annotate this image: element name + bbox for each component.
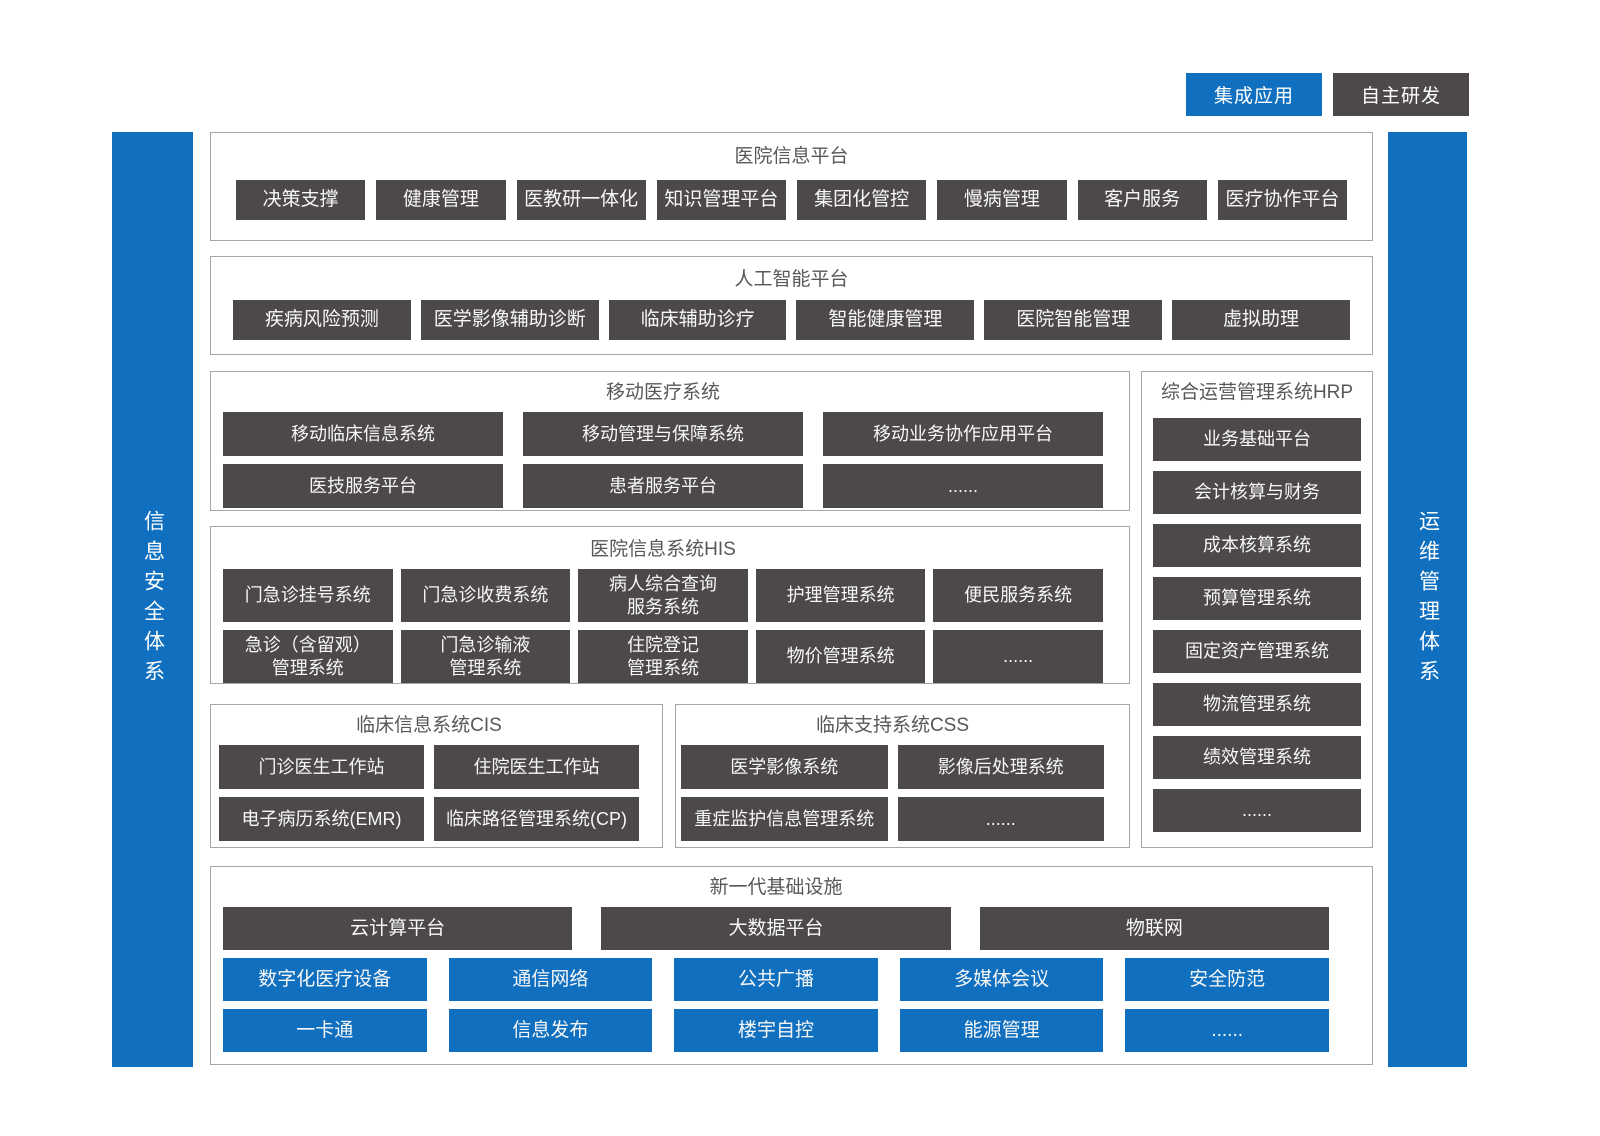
module-chip: 门急诊挂号系统 — [223, 569, 393, 622]
module-chip: 影像后处理系统 — [897, 745, 1104, 789]
pillar-label: 信息安全体系 — [141, 509, 165, 690]
module-row: 决策支撑 健康管理 医教研一体化 知识管理平台 集团化管控 慢病管理 客户服务 … — [236, 180, 1347, 220]
pillar-label: 运维管理体系 — [1416, 509, 1440, 690]
module-chip: 门急诊输液 管理系统 — [400, 630, 571, 683]
module-chip: 预算管理系统 — [1153, 577, 1361, 620]
module-chip: 疾病风险预测 — [233, 300, 411, 340]
section-infrastructure: 新一代基础设施 云计算平台 大数据平台 物联网 数字化医疗设备 通信网络 公共广… — [210, 866, 1373, 1065]
module-chip: ...... — [1153, 789, 1361, 832]
module-chip: 能源管理 — [899, 1009, 1104, 1052]
module-chip: 物联网 — [979, 907, 1329, 950]
module-chip: 大数据平台 — [601, 907, 951, 950]
module-row: 一卡通 信息发布 楼宇自控 能源管理 ...... — [223, 1009, 1329, 1052]
module-chip: 物价管理系统 — [755, 630, 926, 683]
module-chip: 患者服务平台 — [523, 464, 803, 508]
module-row: 数字化医疗设备 通信网络 公共广播 多媒体会议 安全防范 — [223, 958, 1329, 1001]
module-chip: ...... — [823, 464, 1103, 508]
section-title: 新一代基础设施 — [709, 877, 843, 898]
legend-self-developed: 自主研发 — [1333, 73, 1469, 116]
section-title: 医院信息系统HIS — [590, 539, 736, 560]
module-chip: 健康管理 — [376, 180, 506, 220]
module-chip: 移动临床信息系统 — [223, 412, 503, 456]
module-chip: 一卡通 — [223, 1009, 427, 1052]
module-chip: ...... — [1125, 1009, 1329, 1052]
module-chip: 会计核算与财务 — [1153, 471, 1361, 514]
module-chip: 移动业务协作应用平台 — [823, 412, 1103, 456]
module-chip: 通信网络 — [448, 958, 653, 1001]
module-chip: 物流管理系统 — [1153, 683, 1361, 726]
module-chip: ...... — [933, 630, 1103, 683]
module-chip: 病人综合查询 服务系统 — [578, 569, 748, 622]
section-title: 临床支持系统CSS — [815, 715, 970, 736]
module-row: 医技服务平台 患者服务平台 ...... — [223, 464, 1103, 508]
module-row: 医学影像系统 影像后处理系统 — [681, 745, 1104, 789]
module-chip: 便民服务系统 — [933, 569, 1103, 622]
module-chip: 医教研一体化 — [516, 180, 646, 220]
module-chip: 医学影像系统 — [681, 745, 888, 789]
module-chip: 医学影像辅助诊断 — [420, 300, 599, 340]
module-chip: 业务基础平台 — [1153, 418, 1361, 461]
section-hospital-info-platform: 医院信息平台 决策支撑 健康管理 医教研一体化 知识管理平台 集团化管控 慢病管… — [210, 132, 1373, 241]
module-chip: 医疗协作平台 — [1217, 180, 1347, 220]
module-chip: 智能健康管理 — [796, 300, 975, 340]
module-chip: 决策支撑 — [236, 180, 366, 220]
legend-integrated-application: 集成应用 — [1186, 73, 1322, 116]
module-chip: 虚拟助理 — [1172, 300, 1350, 340]
module-chip: 慢病管理 — [937, 180, 1067, 220]
module-chip: 信息发布 — [448, 1009, 653, 1052]
module-chip: 临床路径管理系统(CP) — [434, 797, 639, 841]
module-chip: 公共广播 — [674, 958, 878, 1001]
module-chip: 重症监护信息管理系统 — [681, 797, 888, 841]
module-chip: 护理管理系统 — [755, 569, 926, 622]
pillar-operations-management: 运维管理体系 — [1388, 132, 1467, 1067]
section-title: 人工智能平台 — [734, 269, 849, 290]
section-cis: 临床信息系统CIS 门诊医生工作站 住院医生工作站 电子病历系统(EMR) 临床… — [210, 704, 663, 848]
section-title: 移动医疗系统 — [605, 382, 720, 403]
module-row: 疾病风险预测 医学影像辅助诊断 临床辅助诊疗 智能健康管理 医院智能管理 虚拟助… — [233, 300, 1350, 340]
module-chip: 移动管理与保障系统 — [523, 412, 803, 456]
section-ai-platform: 人工智能平台 疾病风险预测 医学影像辅助诊断 临床辅助诊疗 智能健康管理 医院智… — [210, 256, 1373, 355]
module-chip: 楼宇自控 — [674, 1009, 878, 1052]
module-chip: 数字化医疗设备 — [223, 958, 427, 1001]
module-chip: 住院医生工作站 — [434, 745, 639, 789]
module-chip: 知识管理平台 — [656, 180, 786, 220]
module-chip: 医院智能管理 — [984, 300, 1163, 340]
module-chip: 住院登记 管理系统 — [578, 630, 748, 683]
section-title: 临床信息系统CIS — [356, 715, 502, 736]
module-chip: 安全防范 — [1125, 958, 1329, 1001]
module-column: 业务基础平台 会计核算与财务 成本核算系统 预算管理系统 固定资产管理系统 物流… — [1153, 418, 1361, 832]
module-chip: 客户服务 — [1077, 180, 1207, 220]
module-chip: 成本核算系统 — [1153, 524, 1361, 567]
module-row: 电子病历系统(EMR) 临床路径管理系统(CP) — [219, 797, 639, 841]
module-chip: 多媒体会议 — [899, 958, 1104, 1001]
module-chip: 固定资产管理系统 — [1153, 630, 1361, 673]
module-chip: 门急诊收费系统 — [400, 569, 571, 622]
section-css: 临床支持系统CSS 医学影像系统 影像后处理系统 重症监护信息管理系统 ....… — [675, 704, 1130, 848]
section-title: 综合运营管理系统HRP — [1160, 382, 1354, 403]
module-chip: 云计算平台 — [223, 907, 573, 950]
pillar-information-security: 信息安全体系 — [112, 132, 193, 1067]
module-row: 门急诊挂号系统 门急诊收费系统 病人综合查询 服务系统 护理管理系统 便民服务系… — [223, 569, 1103, 622]
module-chip: 门诊医生工作站 — [219, 745, 424, 789]
section-hrp: 综合运营管理系统HRP 业务基础平台 会计核算与财务 成本核算系统 预算管理系统… — [1141, 371, 1373, 848]
section-his: 医院信息系统HIS 门急诊挂号系统 门急诊收费系统 病人综合查询 服务系统 护理… — [210, 526, 1130, 684]
module-row: 重症监护信息管理系统 ...... — [681, 797, 1104, 841]
module-chip: 电子病历系统(EMR) — [219, 797, 424, 841]
module-chip: 医技服务平台 — [223, 464, 503, 508]
module-chip: 绩效管理系统 — [1153, 736, 1361, 779]
module-row: 云计算平台 大数据平台 物联网 — [223, 907, 1329, 950]
module-chip: 集团化管控 — [797, 180, 927, 220]
module-chip: ...... — [897, 797, 1104, 841]
section-mobile-medical: 移动医疗系统 移动临床信息系统 移动管理与保障系统 移动业务协作应用平台 医技服… — [210, 371, 1130, 511]
module-row: 急诊（含留观） 管理系统 门急诊输液 管理系统 住院登记 管理系统 物价管理系统… — [223, 630, 1103, 683]
module-chip: 临床辅助诊疗 — [608, 300, 787, 340]
module-row: 移动临床信息系统 移动管理与保障系统 移动业务协作应用平台 — [223, 412, 1103, 456]
section-title: 医院信息平台 — [734, 146, 849, 167]
module-row: 门诊医生工作站 住院医生工作站 — [219, 745, 639, 789]
module-chip: 急诊（含留观） 管理系统 — [223, 630, 393, 683]
legend: 集成应用 自主研发 — [1186, 73, 1469, 116]
